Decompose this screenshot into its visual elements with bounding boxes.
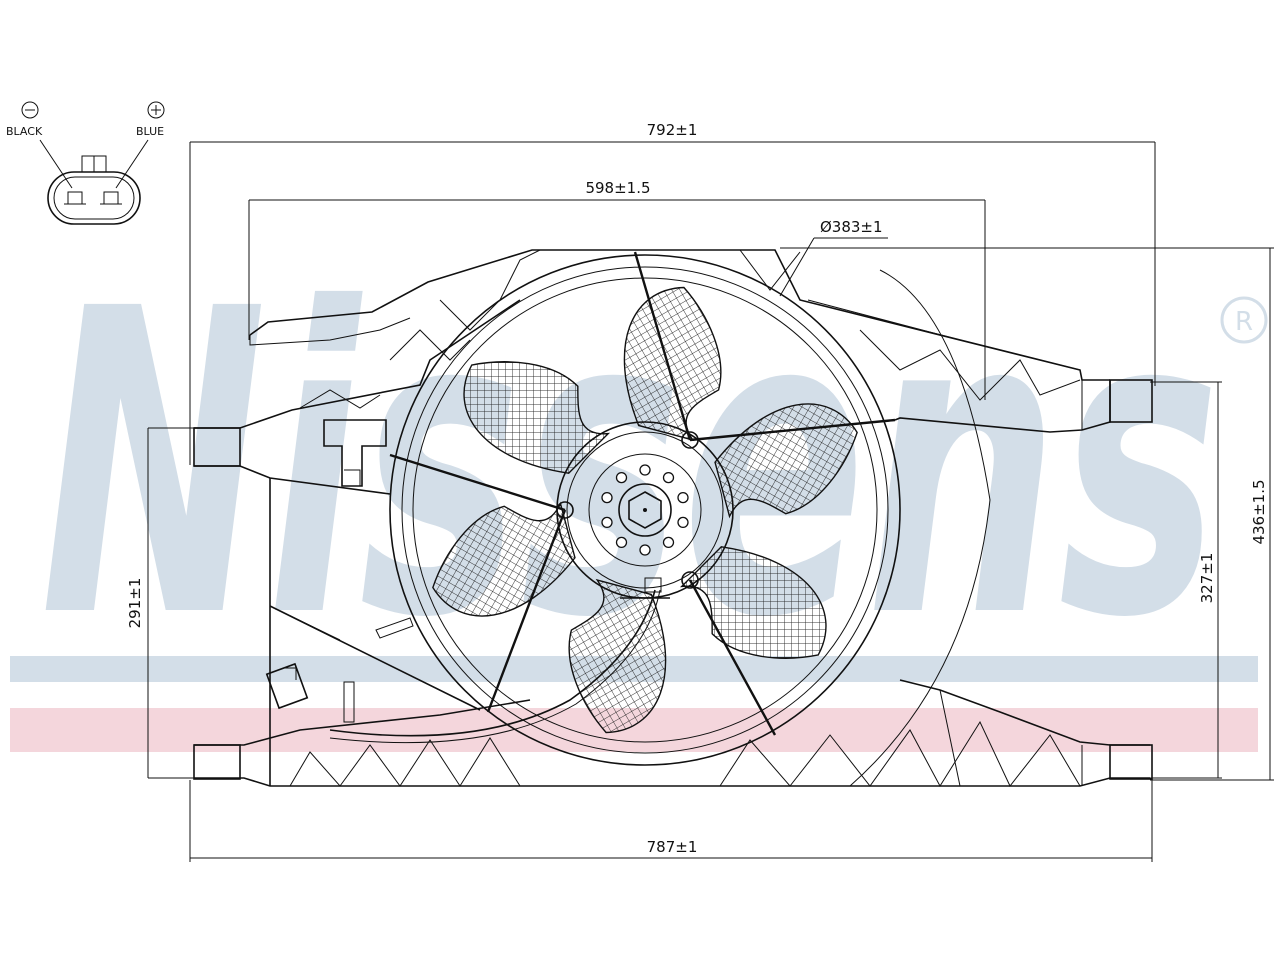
hub-bolt-hole: [615, 471, 628, 484]
fan-blade: [463, 361, 611, 474]
support-arms: [389, 251, 896, 736]
lug-bottom-right: [1109, 744, 1153, 780]
shroud-frame: [194, 249, 1150, 787]
dim-right-overall-height: 436±1.5: [1250, 479, 1268, 544]
hub-bolt-hole: [615, 536, 628, 549]
connector-pin-right: [103, 191, 119, 205]
clip-1: [343, 681, 355, 723]
connector-detail: BLACK BLUE: [6, 101, 165, 225]
dim-right-inner-height: 327±1: [1198, 553, 1216, 604]
hub-bolt-hole: [601, 491, 613, 504]
wire-plug: [265, 662, 309, 710]
dim-left-height: 291±1: [126, 578, 144, 629]
fan-blade: [432, 501, 576, 617]
fan-ring: [389, 254, 901, 766]
fan-blade: [568, 578, 667, 734]
lug-bottom-left: [193, 744, 241, 780]
dim-fan-diameter: Ø383±1: [820, 218, 883, 236]
hub-bolt-hole: [677, 516, 689, 529]
mounting-lugs: [193, 379, 1153, 780]
dim-shroud-width: 598±1.5: [585, 179, 650, 197]
hub-nut: [628, 491, 662, 529]
hub-bolt-hole: [677, 491, 689, 504]
connector-pin-left: [67, 191, 83, 205]
motor-bracket: [323, 419, 387, 487]
negative-wire-label: BLACK: [6, 125, 43, 138]
fan-blade: [714, 403, 858, 519]
registered-mark-circle: [1220, 296, 1268, 344]
hub-bolt-hole: [601, 516, 613, 529]
wiring: [265, 419, 670, 744]
negative-terminal-icon: [21, 101, 39, 119]
hub-bolt-hole: [639, 464, 651, 476]
fan-blade: [623, 286, 722, 442]
connector-body: [47, 171, 141, 225]
lug-top-right: [1109, 379, 1153, 423]
dim-overall-width-bottom: 787±1: [647, 838, 698, 856]
hub-bolt-hole: [639, 544, 651, 556]
hub-bolt-hole: [662, 536, 675, 549]
motor-cable: [329, 589, 656, 737]
motor-hub: [556, 421, 734, 599]
registered-mark-r: R: [1235, 307, 1253, 337]
lug-top-left: [193, 427, 241, 467]
dimensions: 792±1 598±1.5 Ø383±1 787±1 291±1 327±1 4…: [126, 121, 1274, 862]
hub-bolt-holes: [601, 464, 689, 556]
hub-bolt-hole: [662, 471, 675, 484]
positive-terminal-icon: [147, 101, 165, 119]
positive-wire-label: BLUE: [136, 125, 164, 138]
dim-overall-width-top: 792±1: [647, 121, 698, 139]
